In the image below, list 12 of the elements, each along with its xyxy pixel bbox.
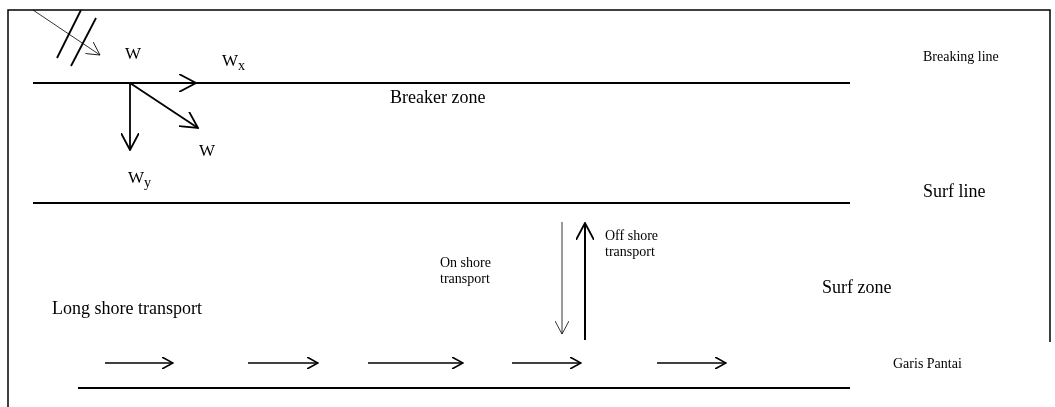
force-label: W$_{y}$ [128,168,152,191]
transport-label: Off shore transport [605,228,659,261]
force-label: W [199,141,216,161]
transport-label: On shore transport [440,255,492,288]
zone-label: Breaker zone [390,87,486,108]
line-label: Surf line [923,181,986,202]
zone-label: Surf zone [822,277,892,298]
force-label: W [125,44,142,64]
transport-label: Long shore transport [52,298,202,319]
force-label: W$_{x}$ [222,51,246,74]
line-label: Breaking line [923,49,999,66]
line-label: Garis Pantai [893,356,962,373]
